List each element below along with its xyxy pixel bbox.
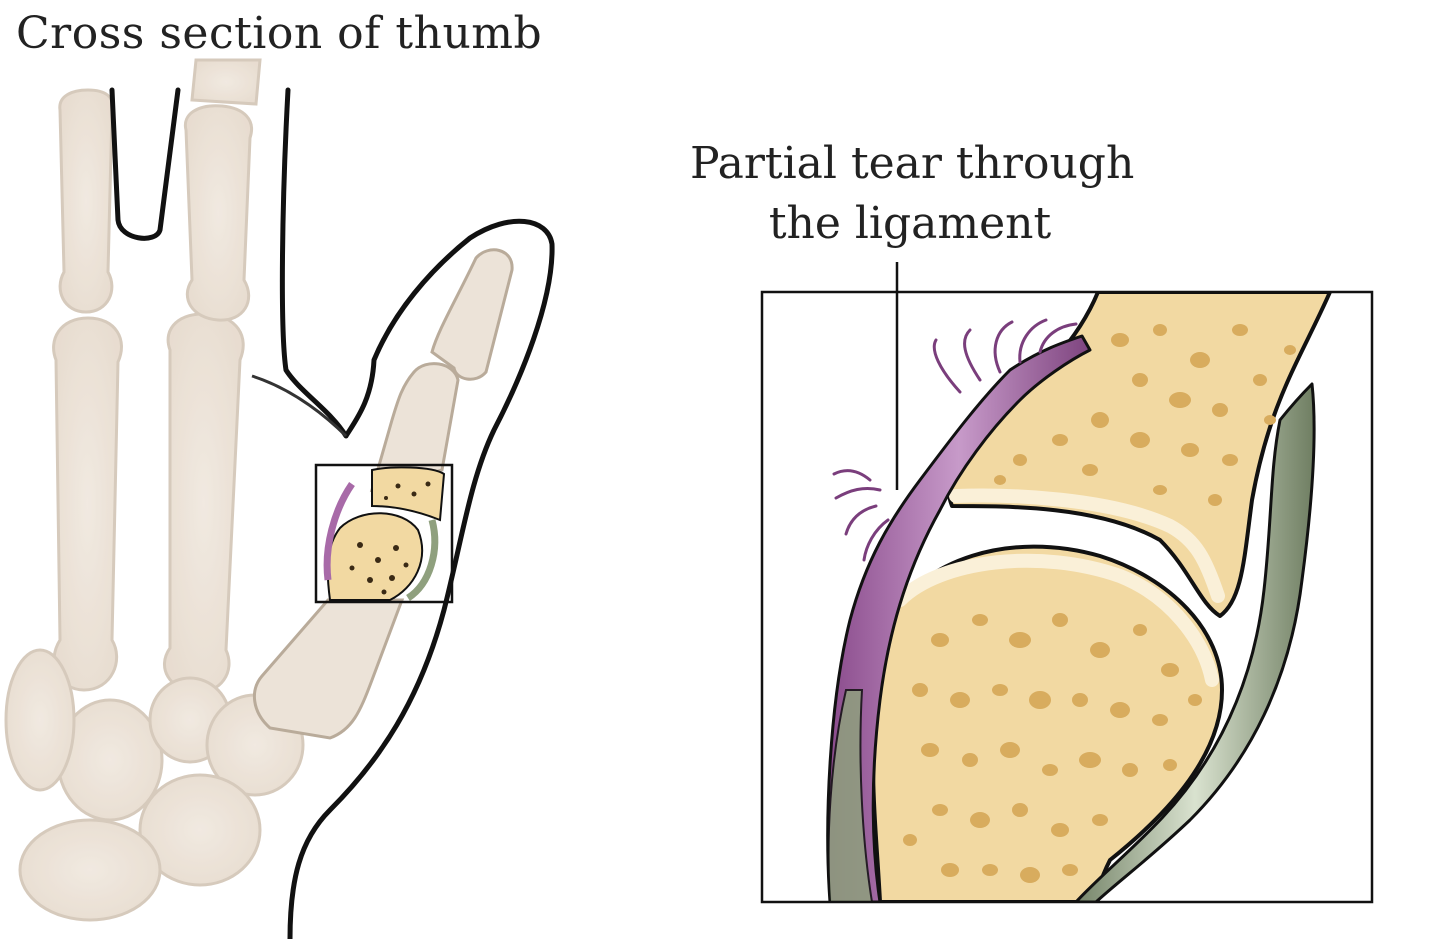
thumb-proximal-phalanx bbox=[369, 362, 460, 493]
zoom-torn-ligament-lower bbox=[827, 689, 874, 902]
callout-line-1: Partial tear through bbox=[690, 138, 1135, 189]
middle-proximal-phalanx bbox=[163, 312, 245, 694]
zoom-healthy-ligament bbox=[1074, 382, 1316, 902]
inset-frame bbox=[314, 463, 454, 604]
carpal-bone bbox=[138, 773, 262, 887]
callout-line-2: the ligament bbox=[768, 198, 1052, 249]
zoomed-joint-view bbox=[762, 292, 1372, 902]
zoom-frayed-fibers bbox=[832, 318, 1078, 562]
inset-healthy-ligament bbox=[405, 519, 439, 601]
joint-inset-thumbnail bbox=[314, 463, 454, 604]
inset-torn-ligament bbox=[323, 482, 355, 581]
thenar-crease bbox=[251, 374, 348, 438]
diagram-title: Cross section of thumb bbox=[16, 8, 543, 59]
zoom-frame bbox=[760, 290, 1374, 904]
hand-skeleton bbox=[4, 58, 305, 922]
carpal-bone bbox=[4, 648, 76, 792]
thumb-distal-phalanx bbox=[430, 248, 514, 381]
inset-upper-bone bbox=[371, 466, 446, 522]
zoom-lower-marrow-pores bbox=[903, 613, 1202, 883]
index-middle-phalanx bbox=[58, 88, 115, 314]
tear-callout-label: Partial tear through the ligament bbox=[690, 134, 1135, 254]
middle-middle-phalanx bbox=[183, 104, 253, 322]
carpal-bone bbox=[18, 818, 162, 922]
thumb-metacarpal bbox=[252, 598, 405, 740]
zoom-lower-cartilage bbox=[893, 553, 1219, 687]
thumb-bones bbox=[252, 248, 514, 740]
zoom-upper-cartilage bbox=[949, 488, 1225, 603]
zoom-upper-marrow-pores bbox=[994, 324, 1296, 506]
middle-distal-phalanx bbox=[190, 58, 262, 106]
inset-lower-bone bbox=[326, 512, 423, 601]
hand-skin-outline bbox=[109, 87, 555, 939]
inset-marrow-pores bbox=[349, 481, 431, 595]
index-proximal-phalanx bbox=[52, 316, 123, 692]
